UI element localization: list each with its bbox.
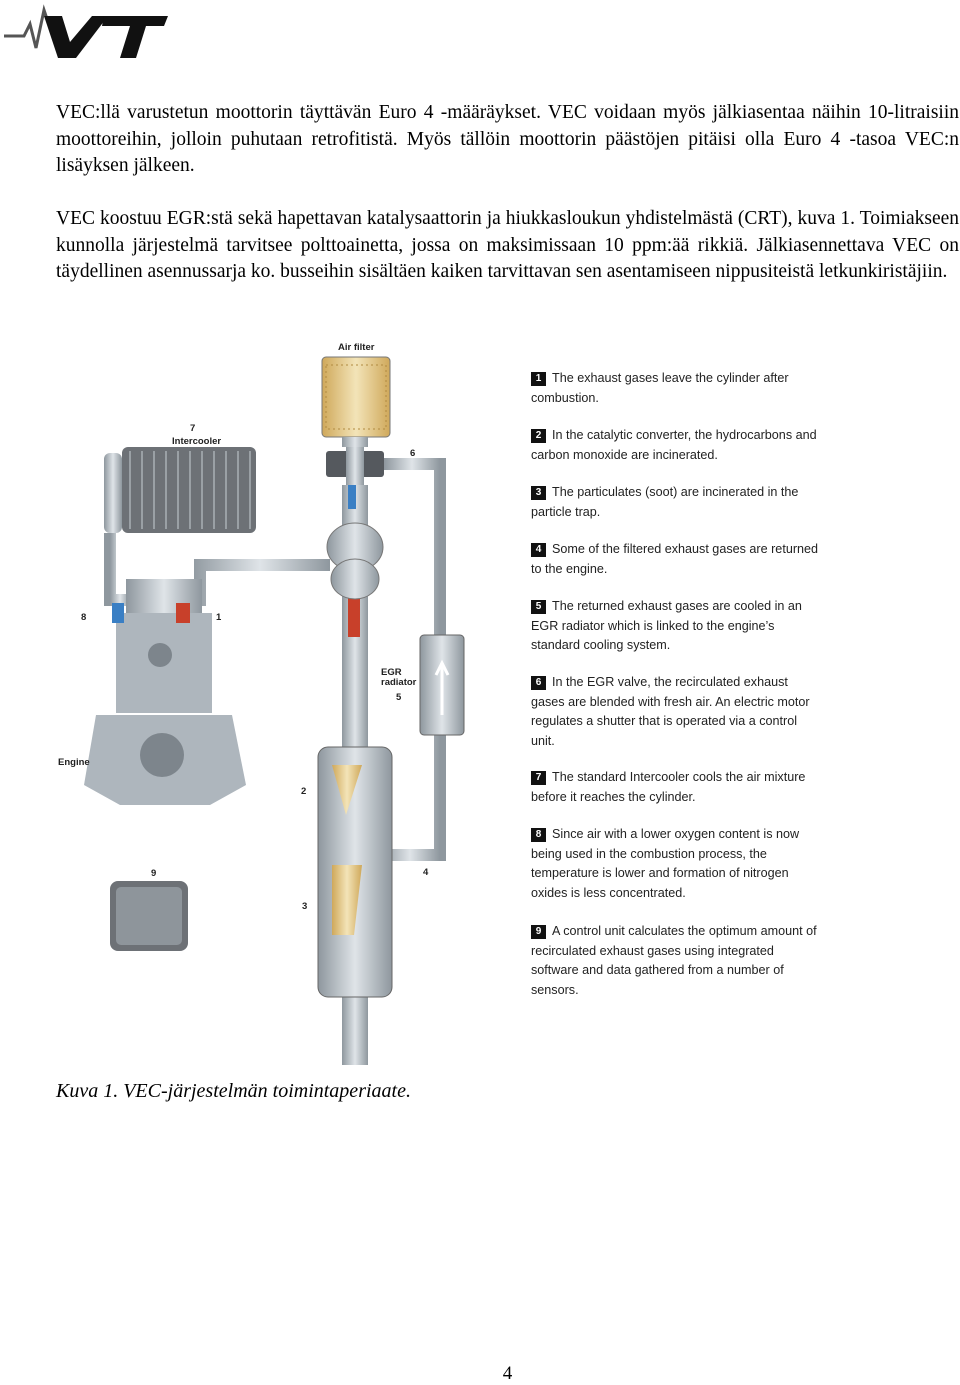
- step-badge: 1: [531, 372, 546, 386]
- label-9: 9: [151, 868, 157, 879]
- step-badge: 4: [531, 543, 546, 557]
- figure-caption: Kuva 1. VEC-järjestelmän toimintaperiaat…: [56, 1080, 411, 1102]
- step-badge: 9: [531, 925, 546, 939]
- label-7: 7: [190, 423, 196, 434]
- paragraph-2: VEC koostuu EGR:stä sekä hapettavan kata…: [56, 208, 959, 282]
- label-engine: Engine: [58, 757, 90, 768]
- air-filter: [321, 356, 391, 438]
- label-2: 2: [301, 786, 307, 797]
- step-badge: 3: [531, 486, 546, 500]
- vtt-logo-icon: [4, 4, 168, 58]
- step-badge: 8: [531, 828, 546, 842]
- label-egr-radiator: EGR radiator: [381, 667, 417, 688]
- vec-system-illustration: [84, 356, 465, 1065]
- step-badge: 5: [531, 600, 546, 614]
- label-air-filter: Air filter: [338, 342, 375, 353]
- label-6: 6: [410, 448, 416, 459]
- label-4: 4: [423, 867, 429, 878]
- label-8: 8: [81, 612, 87, 623]
- step-badge: 6: [531, 676, 546, 690]
- label-3: 3: [302, 901, 308, 912]
- label-intercooler: Intercooler: [172, 436, 222, 447]
- paragraph-1: VEC:llä varustetun moottorin täyttävän E…: [56, 102, 959, 176]
- step-badge: 7: [531, 771, 546, 785]
- step-badge: 2: [531, 429, 546, 443]
- page-number: 4: [502, 1363, 513, 1384]
- label-1: 1: [216, 612, 222, 623]
- vec-system-diagram: Air filter 7 Intercooler 6 8 1 EGR radia…: [50, 335, 960, 1070]
- label-5: 5: [396, 692, 402, 703]
